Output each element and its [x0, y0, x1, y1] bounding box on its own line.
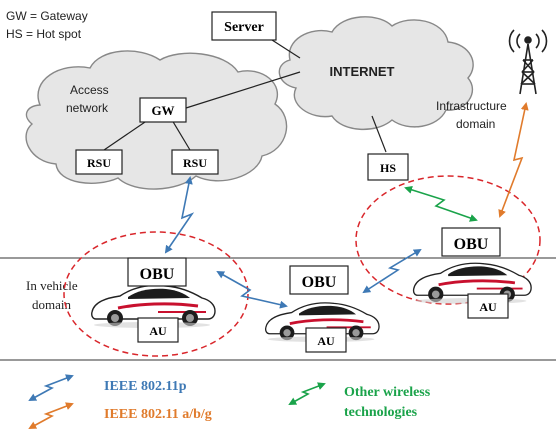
in-vehicle-domain-line2: domain [32, 297, 71, 312]
gw-label: GW [151, 103, 174, 118]
obu-left-box [127, 257, 187, 287]
ieee-80211p-link-rsu-obu [164, 176, 195, 254]
in-vehicle-domain-line1: In vehicle [26, 278, 78, 293]
legend-other-wireless-line1: Other wireless [344, 385, 431, 400]
hs-label: HS [380, 161, 396, 175]
legend-ieee-80211p-icon [28, 374, 74, 401]
gw-box [139, 97, 187, 123]
au-right-box [467, 293, 509, 319]
hs-box [367, 153, 409, 181]
rsu-left-label: RSU [87, 156, 111, 170]
legend-other-wireless-icon [288, 382, 326, 405]
access-network-label-line1: Access [70, 83, 109, 97]
right-vehicle-domain-circle [355, 175, 541, 305]
rsu-right-box [171, 149, 219, 175]
access-network-label-line2: network [66, 101, 109, 115]
legend-other-wireless-line2: technologies [344, 405, 418, 420]
infrastructure-domain-line2: domain [456, 117, 495, 131]
rsu-right-label: RSU [183, 156, 207, 170]
legend-ieee-80211abg-icon [28, 402, 74, 429]
server-internet-link [271, 39, 301, 59]
internet-cloud [278, 16, 474, 131]
other-wireless-link-hs-obu [404, 185, 478, 222]
internet-label: INTERNET [330, 64, 395, 79]
radio-tower-icon [508, 29, 548, 95]
obu-middle-box [289, 265, 349, 295]
ieee-80211p-link-obu-obu [216, 271, 288, 309]
ieee-80211abg-link-tower-obu [498, 102, 529, 218]
legend-ieee-80211p-label: IEEE 802.11p [104, 379, 187, 394]
server-label: Server [224, 20, 264, 35]
au-left-label: AU [149, 324, 167, 338]
legend-gw-text: GW = Gateway [6, 9, 88, 23]
legend-ieee-80211abg-label: IEEE 802.11 a/b/g [104, 407, 212, 422]
internet-hs-link [371, 115, 387, 153]
gw-internet-link [185, 71, 301, 109]
au-middle-label: AU [317, 334, 335, 348]
wired-links [103, 39, 387, 153]
infrastructure-domain-line1: Infrastructure [436, 99, 507, 113]
obu-left-label: OBU [140, 266, 175, 283]
au-right-label: AU [479, 300, 497, 314]
obu-right-label: OBU [454, 236, 489, 253]
server-box [211, 11, 277, 41]
gw-rsu-right-link [171, 119, 191, 151]
rsu-left-box [75, 149, 123, 175]
gw-rsu-left-link [103, 119, 149, 151]
au-middle-box [305, 327, 347, 353]
au-left-box [137, 317, 179, 343]
obu-right-box [441, 227, 501, 257]
ieee-80211p-link-obu-vehicle [362, 248, 422, 294]
legend-hs-text: HS = Hot spot [6, 27, 82, 41]
obu-middle-label: OBU [302, 274, 337, 291]
